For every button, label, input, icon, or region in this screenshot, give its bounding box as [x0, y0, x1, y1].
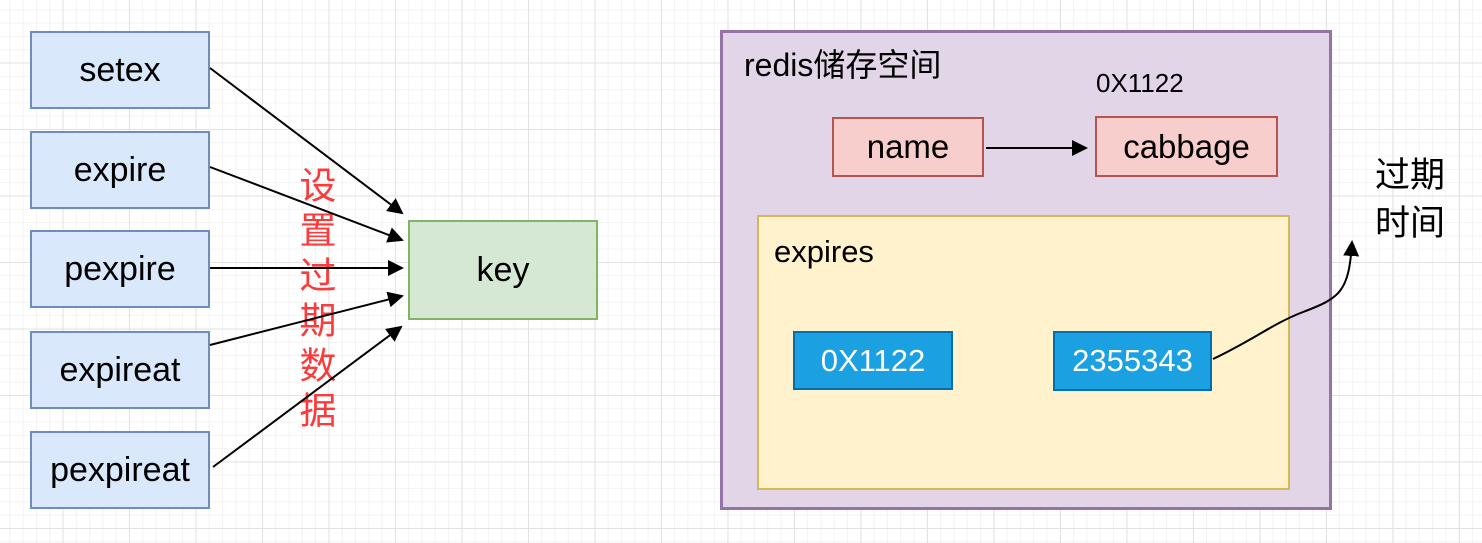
- cabbage-value-label: cabbage: [1123, 127, 1250, 165]
- command-box-pexpire: pexpire: [30, 230, 210, 308]
- cabbage-value-box: cabbage: [1095, 116, 1278, 177]
- command-label-expire: expire: [73, 150, 167, 189]
- command-box-expireat: expireat: [30, 331, 210, 409]
- expires-timestamp-box: 2355343: [1053, 331, 1212, 391]
- key-box: key: [408, 220, 598, 320]
- command-box-setex: setex: [30, 31, 210, 109]
- command-label-pexpire: pexpire: [64, 249, 176, 288]
- command-label-setex: setex: [79, 50, 161, 89]
- expires-key-address-label: 0X1122: [820, 342, 926, 378]
- redis-storage-space-title: redis储存空间: [744, 47, 942, 83]
- name-key-box: name: [832, 117, 984, 177]
- name-key-label: name: [866, 128, 950, 165]
- command-box-expire: expire: [30, 131, 210, 209]
- expires-key-address-box: 0X1122: [793, 331, 953, 390]
- command-label-expireat: expireat: [59, 350, 181, 389]
- expire-time-note: 过期时间: [1374, 156, 1445, 243]
- expires-timestamp-label: 2355343: [1072, 343, 1193, 378]
- expires-dict-title: expires: [774, 234, 874, 269]
- command-box-pexpireat: pexpireat: [30, 431, 210, 509]
- cabbage-address-label: 0X1122: [1096, 68, 1184, 98]
- set-expire-data-note: 设置过期数据: [294, 166, 335, 436]
- command-label-pexpireat: pexpireat: [50, 450, 190, 489]
- key-label: key: [476, 250, 530, 289]
